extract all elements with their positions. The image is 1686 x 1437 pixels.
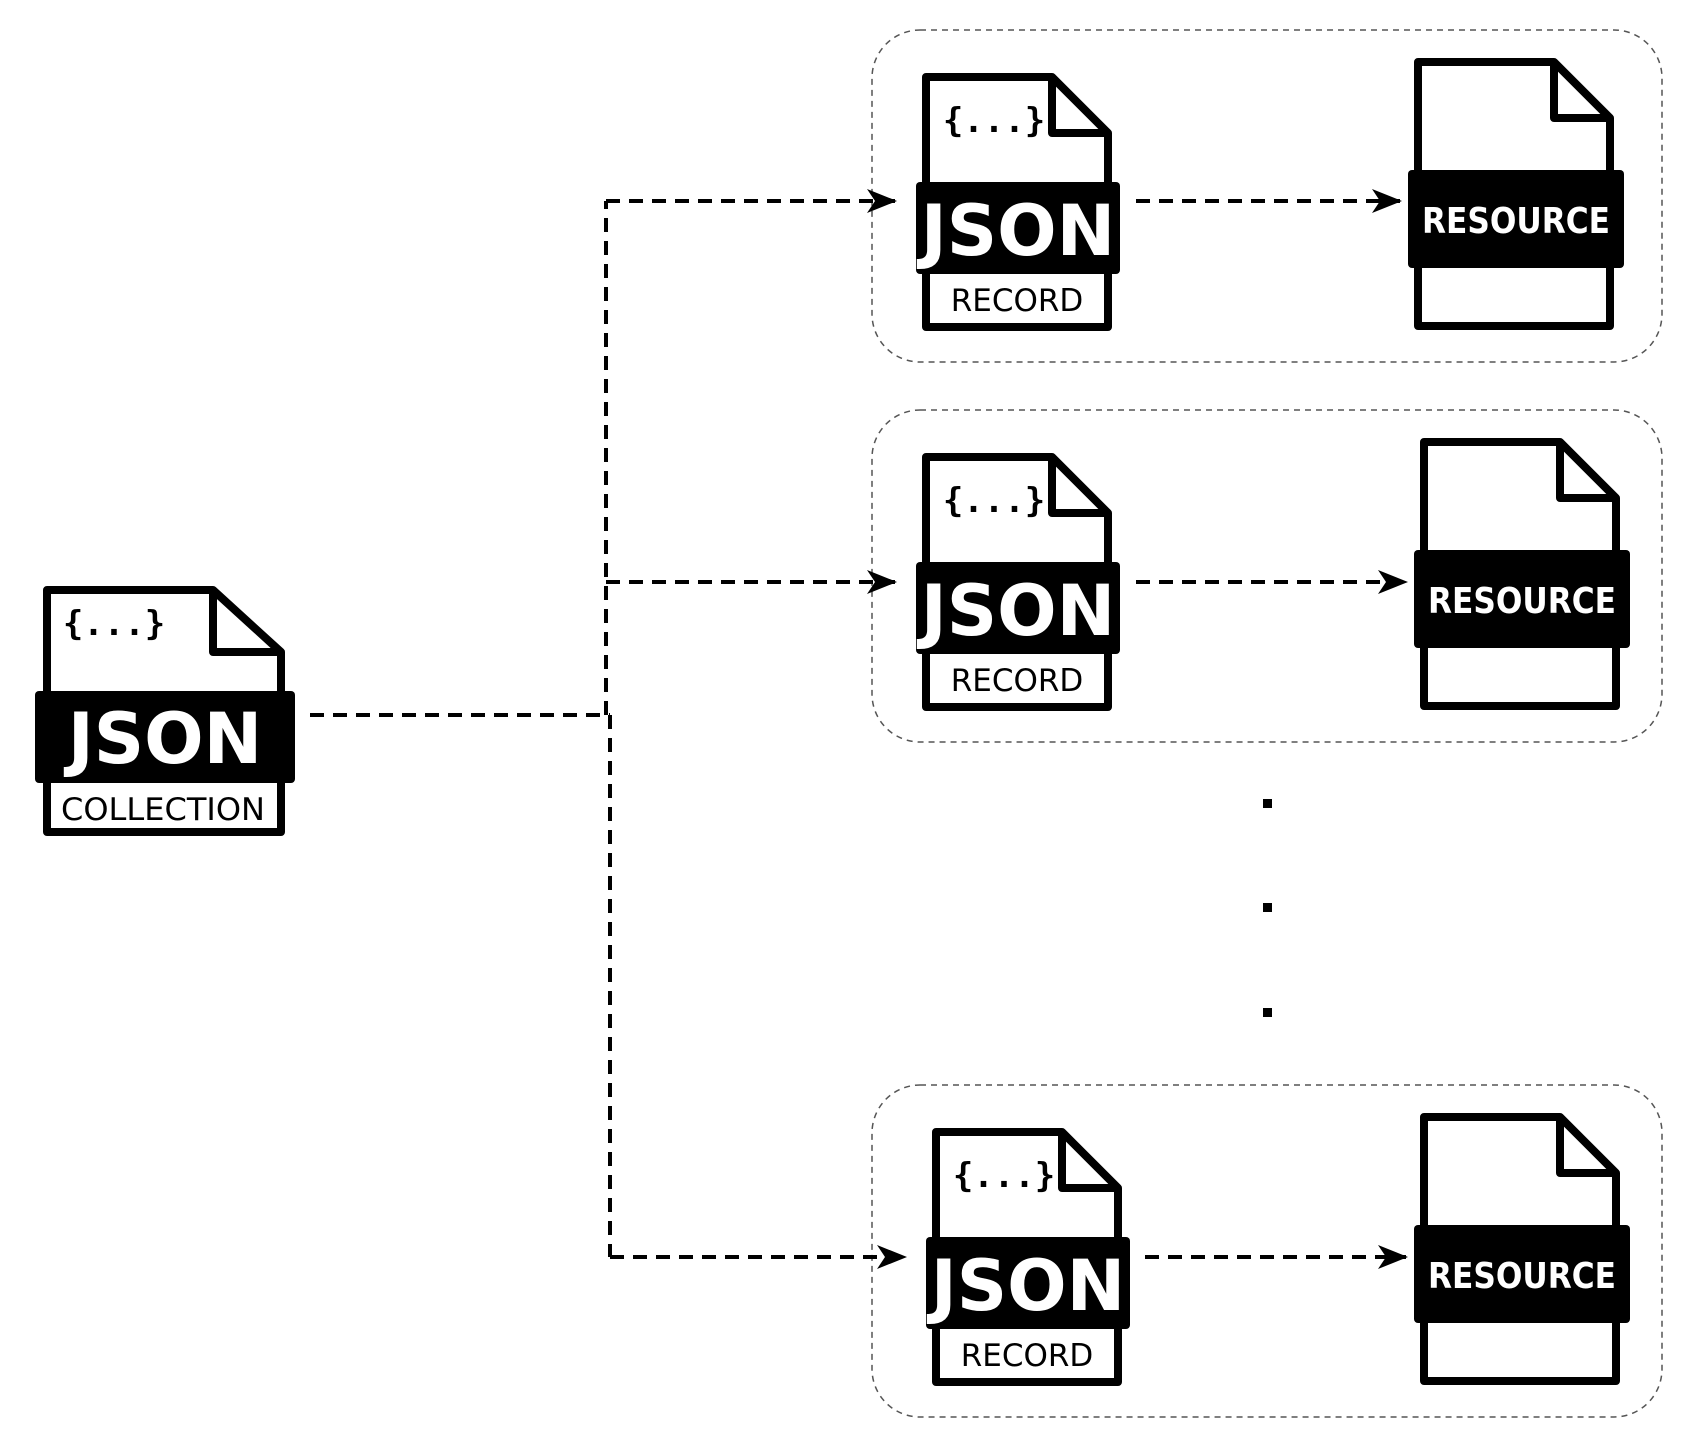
json-record-file-icon-1: {...} JSON RECORD bbox=[916, 73, 1120, 331]
resource-file-icon-2: RESOURCE bbox=[1414, 438, 1630, 710]
record-type-label-2: RECORD bbox=[951, 663, 1084, 699]
record-format-label-2: JSON bbox=[917, 570, 1116, 652]
json-record-file-icon-3: {...} JSON RECORD bbox=[926, 1128, 1130, 1386]
record-group-frame-1 bbox=[871, 29, 1663, 363]
record-format-label-1: JSON bbox=[917, 190, 1116, 272]
resource-label-2: RESOURCE bbox=[1428, 581, 1616, 622]
collection-braces: {...} bbox=[63, 604, 165, 644]
record-group-frame-2 bbox=[871, 409, 1663, 743]
record-type-label-1: RECORD bbox=[951, 283, 1084, 319]
vertical-ellipsis-icon bbox=[1263, 799, 1272, 1017]
connector-lines bbox=[310, 189, 1408, 1269]
resource-file-icon-1: RESOURCE bbox=[1408, 58, 1624, 330]
resource-file-icon-3: RESOURCE bbox=[1414, 1113, 1630, 1385]
collection-format-label: JSON bbox=[64, 698, 263, 780]
json-collection-file-icon: {...} JSON COLLECTION bbox=[35, 586, 295, 836]
json-record-file-icon-2: {...} JSON RECORD bbox=[916, 453, 1120, 711]
resource-label-3: RESOURCE bbox=[1428, 1256, 1616, 1297]
record-format-label-3: JSON bbox=[927, 1245, 1126, 1327]
record-braces-1: {...} bbox=[943, 101, 1045, 141]
resource-label-1: RESOURCE bbox=[1422, 201, 1610, 242]
record-type-label-3: RECORD bbox=[961, 1338, 1094, 1374]
collection-type-label: COLLECTION bbox=[61, 792, 265, 828]
record-group-frame-3 bbox=[871, 1084, 1663, 1418]
record-braces-3: {...} bbox=[953, 1156, 1055, 1196]
record-braces-2: {...} bbox=[943, 481, 1045, 521]
